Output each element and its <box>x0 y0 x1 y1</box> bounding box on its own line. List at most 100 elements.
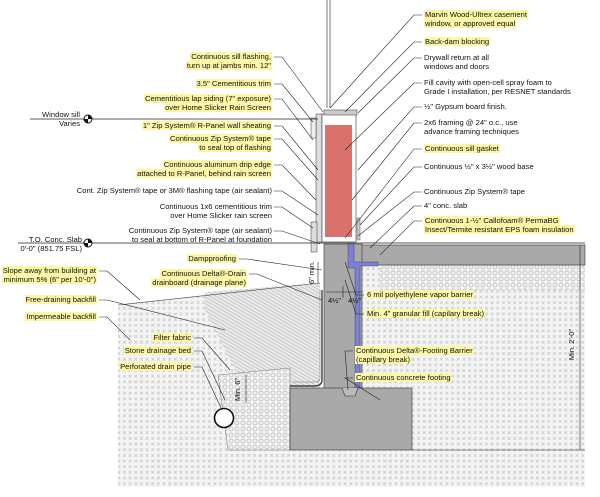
left-callout-text: drainboard (drainage plane) <box>151 278 247 288</box>
left-callout-text: Impermeable backfill <box>25 312 97 322</box>
right-callout: 6 mil polyethylene vapor barrier <box>366 290 474 300</box>
window-sill-elevation: Window sill Varies <box>20 110 80 128</box>
right-leader-line <box>344 148 422 239</box>
right-callout: Continuous concrete footing <box>355 373 452 383</box>
left-callout-text: Dampproofing <box>187 254 237 264</box>
free-draining-backfill <box>205 283 320 388</box>
spray-foam-insulation <box>325 125 352 237</box>
left-leader-line <box>274 190 319 216</box>
left-callout-text: turn up at jambs min. 12" <box>185 61 272 71</box>
lap-siding <box>310 117 317 139</box>
right-callout: ½" Gypsum board finish. <box>424 102 507 111</box>
drainboard <box>290 290 323 387</box>
window-sill-label: Window sill <box>42 110 80 119</box>
left-leader-line <box>194 350 226 401</box>
left-leader-line <box>99 270 141 301</box>
right-callout-text: Min. 4" granular fill (capilary break) <box>366 309 486 319</box>
left-callout: Cementitious lap siding (7" exposure)ove… <box>144 94 272 113</box>
right-leader-line <box>344 350 353 391</box>
right-leader-line <box>357 57 422 114</box>
right-leader-line <box>344 82 422 151</box>
right-callout-text: Back-dam blocking <box>424 37 491 47</box>
right-callout-text: ½" Gypsum board finish. <box>424 102 507 111</box>
leader-lines <box>99 14 422 411</box>
right-callout-text: Insect/Termite resistant EPS foam insula… <box>424 225 575 235</box>
left-callout: Filter fabric <box>152 333 192 343</box>
right-callout-text: advance framing techniques <box>424 127 519 137</box>
perforated-drain-pipe <box>213 407 235 429</box>
cementitious-trim <box>310 221 318 253</box>
slab-elevation: T.O. Conc. Slab 0'-0" (851.75 FSL) <box>0 235 82 253</box>
right-callout-text: Marvin Wood-Ultrex casement <box>424 10 528 20</box>
right-callout-text: Continuous ½" x 3½" wood base <box>424 162 534 171</box>
left-callout-text: over Home Slicker Rain Screen <box>164 103 272 113</box>
left-leader-line <box>274 138 319 181</box>
left-callout: 1" Zip System® R-Panel wall sheating <box>141 121 272 131</box>
left-callout: Dampproofing <box>187 254 237 264</box>
left-leader-line <box>274 83 314 123</box>
concrete-footing <box>289 387 413 451</box>
left-callout-text: to seal at bottom of R-Panel at foundati… <box>131 235 272 245</box>
right-callout: 4" conc. slab <box>424 201 467 210</box>
right-leader-line <box>351 122 422 201</box>
left-callout-text: Cementitious lap siding (7" exposure) <box>144 94 272 104</box>
left-callout: Cont. Zip System® tape or 3M® flashing t… <box>77 186 272 195</box>
wood-base <box>356 217 361 241</box>
right-callout-text: Grade I installation, per RESNET standar… <box>424 87 571 97</box>
left-leader-line <box>274 164 317 201</box>
left-callout-text: attached to R-Panel, behind rain screen <box>136 169 272 179</box>
left-callout-text: Perforated drain pipe <box>119 362 192 372</box>
left-callout-text: Filter fabric <box>152 333 192 343</box>
right-leader-line <box>344 261 364 296</box>
slab-elevation-marker <box>83 238 93 248</box>
right-callout-text: Continuous Delta®-Footing Barrier <box>355 346 474 356</box>
left-callout-text: Continuous Zip System® tape (air sealant… <box>128 226 272 235</box>
left-callout-text: Slope away from building at <box>1 266 97 276</box>
right-leader-line <box>357 106 422 171</box>
right-callout-text: 6 mil polyethylene vapor barrier <box>366 290 474 300</box>
right-leader-line <box>344 41 422 113</box>
left-callout-text: Continuous Zip System® tape <box>169 134 272 144</box>
left-callout-text: 3.5" Cementitious trim <box>195 79 272 89</box>
slab-elevation-value: 0'-0" (851.75 FSL) <box>20 244 82 254</box>
dim-wall-half-right: 4½" <box>348 296 362 305</box>
granular-fill <box>380 265 585 290</box>
right-callout-text: Continuous sill gasket <box>424 144 500 154</box>
right-leader-line <box>344 279 364 315</box>
right-callout-text: windows and doors <box>424 62 490 72</box>
right-leader-line <box>329 14 422 109</box>
left-callout-text: Continuous Delta®-Drain <box>160 269 247 279</box>
left-callout: Stone drainage bed <box>123 346 192 356</box>
right-callout-text: 2x6 framing @ 24" o.c., use <box>424 118 518 127</box>
right-callout: Min. 4" granular fill (capilary break) <box>366 309 486 319</box>
right-callout-text: Continuous Zip System® tape <box>424 187 525 196</box>
right-leader-line <box>357 191 422 237</box>
right-callout: Continuous Delta®-Footing Barrier(capill… <box>355 346 474 365</box>
left-callout-text: Continuous 1x6 cementitious trim <box>159 202 272 211</box>
left-leader-line <box>194 366 223 411</box>
left-leader-line <box>99 299 226 331</box>
slab-elevation-label: T.O. Conc. Slab <box>28 235 82 244</box>
left-leader-line <box>274 98 314 141</box>
left-callout-text: over Home Slicker rain screen <box>170 211 272 221</box>
right-callout: Continuous Zip System® tape <box>424 187 525 196</box>
left-callout: Impermeable backfill <box>25 312 97 322</box>
right-callout-text: Drywall return at all <box>424 53 489 62</box>
right-leader-line <box>359 166 422 226</box>
right-leader-line <box>379 220 422 256</box>
dim-footing-depth: Min. 2'-0" <box>567 328 577 361</box>
right-callout-text: (capillary break) <box>355 355 412 365</box>
left-callout-text: minimum 5% (6" per 10'-0") <box>2 275 97 285</box>
left-leader-line <box>274 206 314 229</box>
right-callout-text: Continuous 1-½" Callofoam® PermaBG <box>424 216 560 226</box>
